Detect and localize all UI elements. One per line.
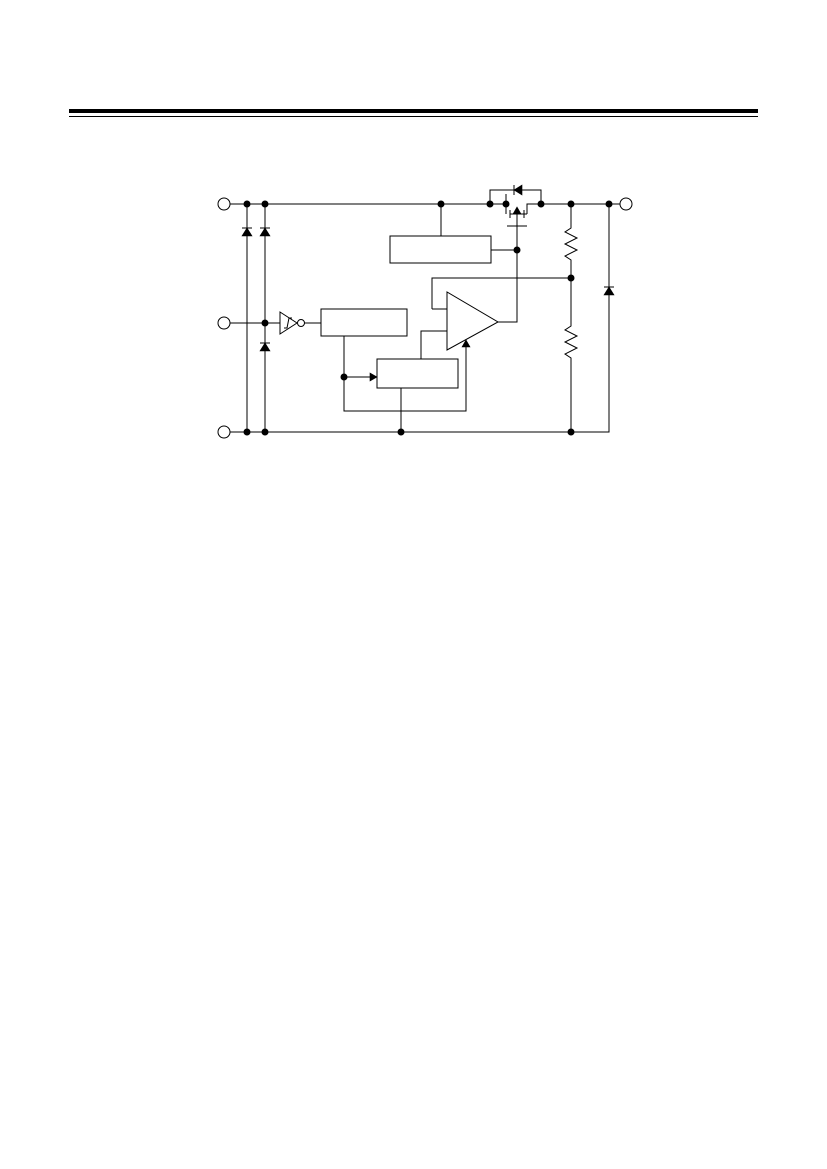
header-rule-thin xyxy=(69,116,758,117)
error-amplifier xyxy=(431,229,571,351)
input-terminal xyxy=(217,197,231,211)
lower-block xyxy=(376,358,459,389)
schmitt-inverter xyxy=(279,311,321,335)
pass-mosfet xyxy=(502,194,541,229)
ground-terminal xyxy=(217,425,231,439)
ground-rail xyxy=(230,290,610,433)
middle-block xyxy=(320,308,408,337)
protection-diode-left xyxy=(241,204,253,432)
control-terminal xyxy=(217,316,231,330)
output-diode xyxy=(603,204,615,296)
feedback-resistor-bottom xyxy=(563,278,579,432)
output-terminal xyxy=(619,197,633,211)
lower-block-to-amp xyxy=(420,330,447,359)
protection-diode-right xyxy=(259,204,271,432)
lower-block-input-arrow xyxy=(369,372,378,382)
junction-dots xyxy=(243,200,613,436)
header-rule-thick xyxy=(69,109,758,113)
feedback-resistor-top xyxy=(563,204,579,278)
body-diode xyxy=(489,184,542,204)
upper-block xyxy=(389,235,492,264)
